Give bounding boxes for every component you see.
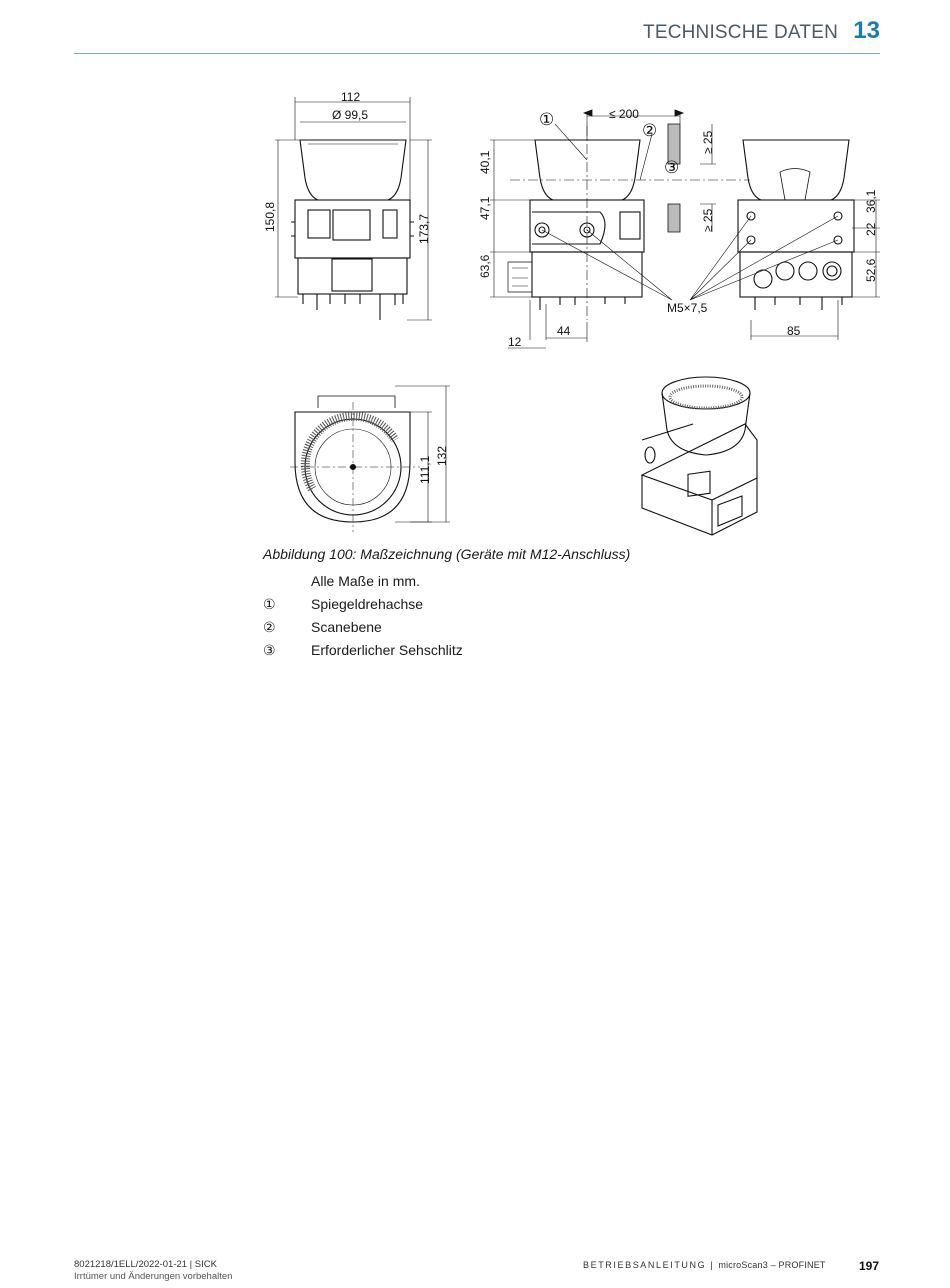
iso-upper-housing <box>640 423 758 501</box>
dim-36: 36,1 <box>864 189 878 213</box>
footer-disclaimer: Irrtümer und Änderungen vorbehalten <box>74 1271 233 1282</box>
dim-22: 22 <box>864 222 878 236</box>
legend-text: Erforderlicher Sehschlitz <box>311 642 463 658</box>
front-upper-housing <box>294 199 411 259</box>
front-usb-port <box>382 209 398 239</box>
dim-width-total: 112 <box>341 90 360 104</box>
iso-label-plate <box>717 495 743 527</box>
legend-marker: ① <box>263 596 276 612</box>
marker-1: ① <box>539 110 554 129</box>
page-number: 197 <box>858 1259 879 1273</box>
legend-marker: ③ <box>263 642 276 658</box>
dim-ge25-bottom: ≥ 25 <box>701 208 715 232</box>
dim-132: 132 <box>435 446 449 466</box>
dim-40: 40,1 <box>478 150 492 174</box>
dimension-drawing-svg: 112 Ø 99,5 150,8 173,7 ≤ 200 40,1 47,1 6… <box>263 90 880 536</box>
footer-manual: BETRIEBSANLEITUNG <box>583 1260 707 1270</box>
dim-52: 52,6 <box>864 258 878 282</box>
iso-keypad <box>687 470 711 497</box>
dim-max-200: ≤ 200 <box>609 107 639 121</box>
page-header: TECHNISCHE DATEN 13 <box>74 14 880 54</box>
rear-connector-4 <box>822 261 842 281</box>
marker-3: ③ <box>664 158 679 177</box>
dimension-drawing: 112 Ø 99,5 150,8 173,7 ≤ 200 40,1 47,1 6… <box>255 80 895 540</box>
footer-product: microScan3 – PROFINET <box>718 1260 826 1270</box>
dim-44: 44 <box>557 324 571 338</box>
iso-lower-housing <box>641 475 758 536</box>
footer-manual-info: BETRIEBSANLEITUNG | microScan3 – PROFINE… <box>583 1260 826 1270</box>
dim-ge25-top: ≥ 25 <box>701 130 715 154</box>
legend-note: Alle Maße in mm. <box>311 573 420 589</box>
footer-doc-info: 8021218/1ELL/2022-01-21 | SICK Irrtümer … <box>74 1259 232 1283</box>
rear-hood-shape <box>742 139 850 201</box>
side-keypad <box>619 211 641 240</box>
dim-63: 63,6 <box>478 254 492 278</box>
dim-85: 85 <box>787 324 801 338</box>
side-hole-1 <box>534 222 550 238</box>
dim-111: 111,1 <box>418 455 432 484</box>
rear-connector-2 <box>775 261 795 281</box>
front-keypad <box>307 209 331 239</box>
rear-connector-3 <box>798 261 818 281</box>
chapter-number: 13 <box>853 17 880 44</box>
dim-diameter: Ø 99,5 <box>332 108 368 122</box>
rear-connector-panel <box>739 251 853 298</box>
legend-text: Spiegeldrehachse <box>311 596 424 612</box>
dim-height-150: 150,8 <box>263 202 277 232</box>
marker-2: ② <box>642 121 657 140</box>
legend-marker: ② <box>263 619 276 635</box>
figure-caption: Abbildung 100: Maßzeichnung (Geräte mit … <box>263 546 631 562</box>
dim-12: 12 <box>508 335 522 349</box>
front-display <box>332 209 371 241</box>
front-hood-shape <box>299 139 407 201</box>
front-lower-housing <box>297 257 408 295</box>
front-label-plate <box>331 258 373 292</box>
footer-separator: | <box>710 1260 719 1270</box>
side-hood-shape <box>534 139 641 201</box>
legend-text: Scanebene <box>311 619 382 635</box>
dim-thread: M5×7,5 <box>667 301 708 315</box>
rear-connector-1 <box>753 269 773 289</box>
footer-doc-number: 8021218/1ELL/2022-01-21 | SICK <box>74 1259 217 1270</box>
dim-height-173: 173,7 <box>417 214 431 244</box>
dim-47: 47,1 <box>478 196 492 220</box>
section-title: TECHNISCHE DATEN <box>643 22 838 43</box>
